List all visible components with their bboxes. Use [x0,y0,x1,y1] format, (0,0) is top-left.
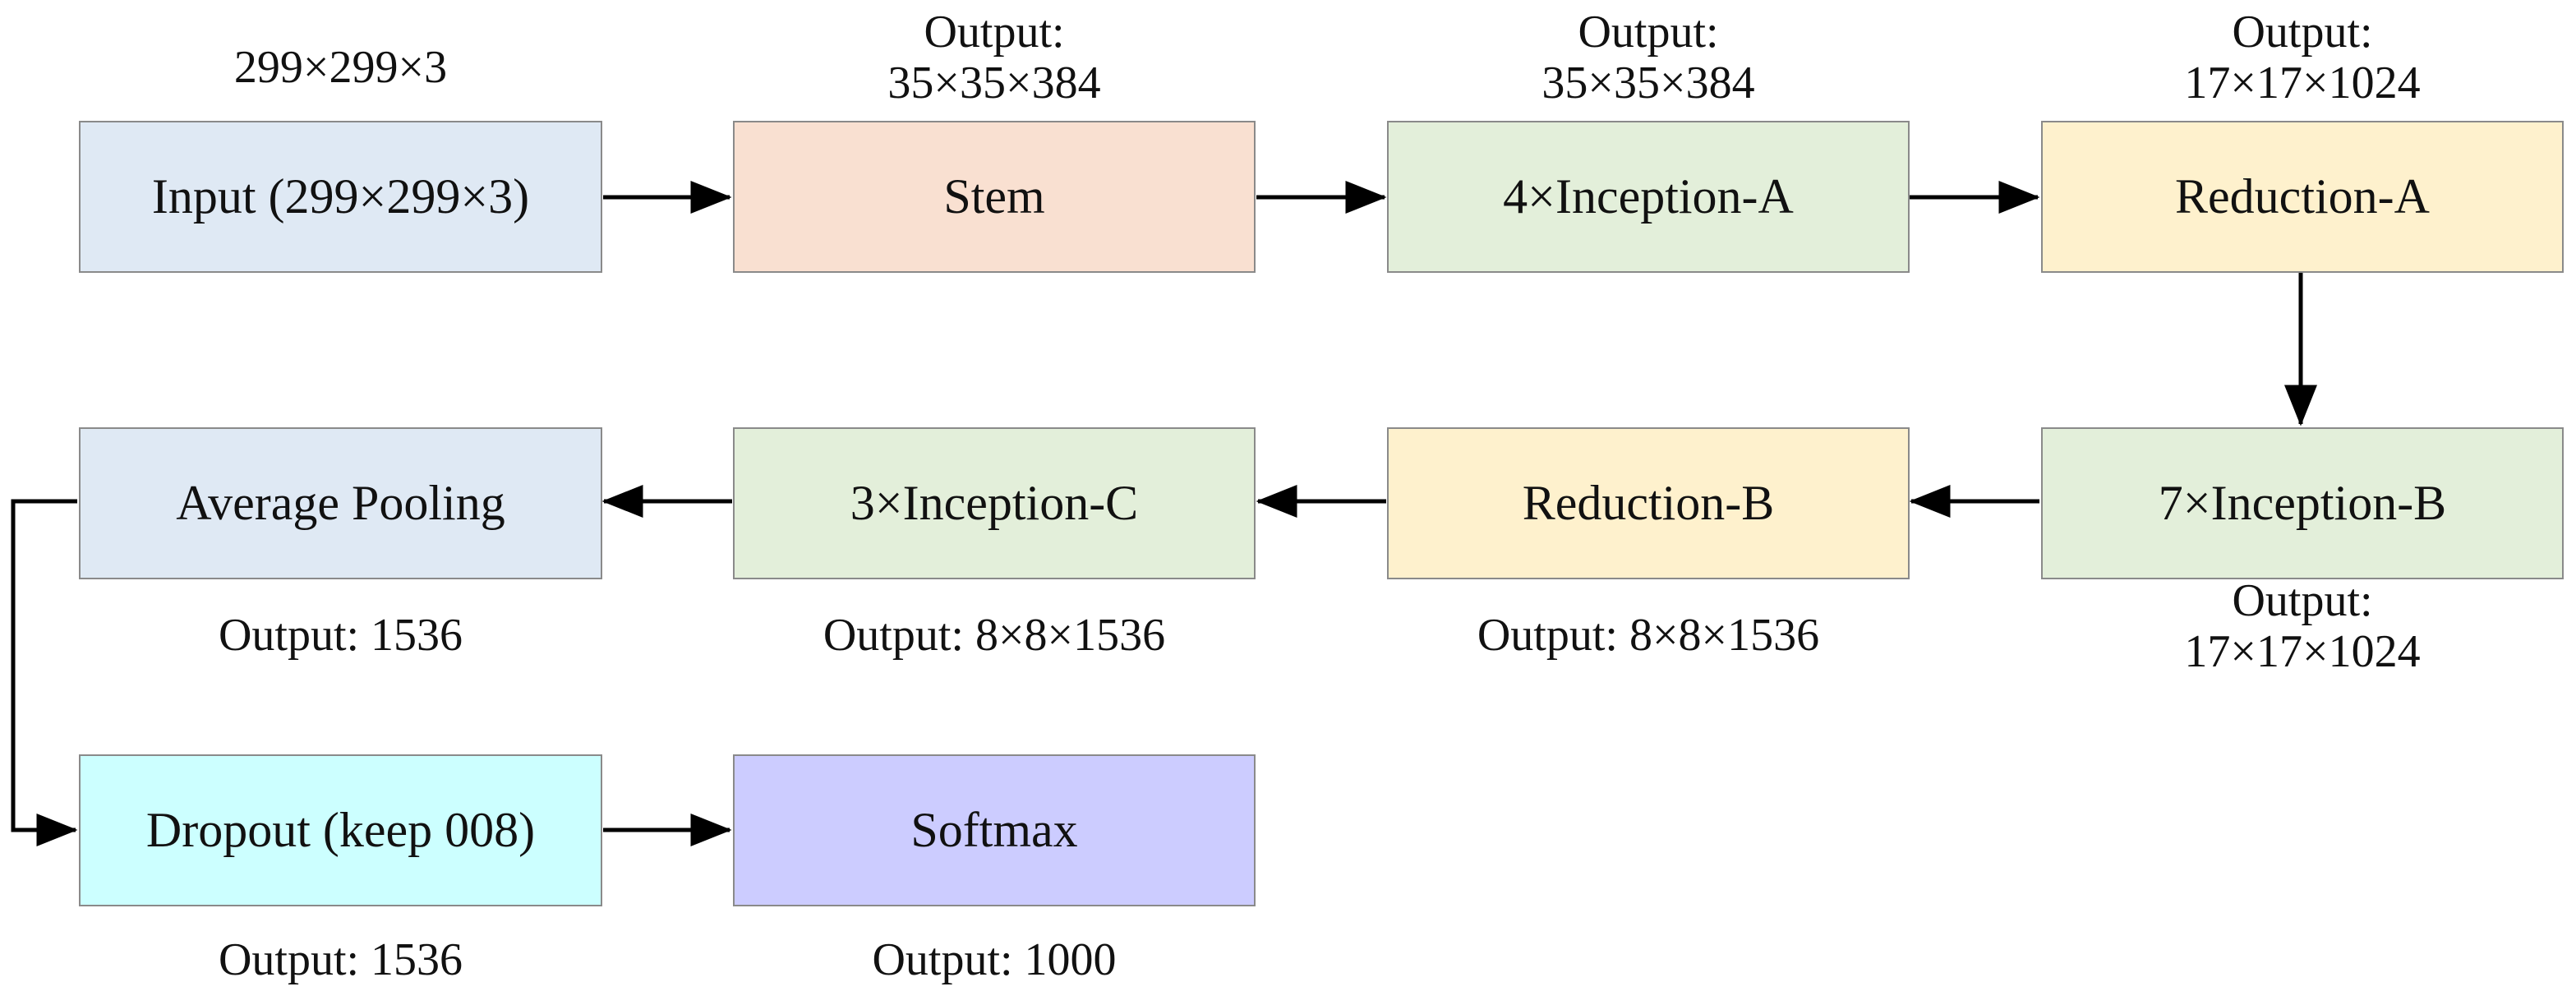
softmax-block: Softmax [733,754,1256,906]
dropout-output-label: Output: 1536 [218,934,463,985]
reduction-a-block: Reduction-A [2041,121,2564,273]
softmax-output-label: Output: 1000 [872,934,1117,985]
input-block: Input (299×299×3) [79,121,602,273]
reduction-a-output-label: Output: 17×17×1024 [2041,7,2564,108]
stem-output-label: Output: 35×35×384 [733,7,1256,108]
reduction-a-output-title: Output: [2232,7,2373,58]
inception-c-block: 3×Inception-C [733,427,1256,579]
inception-a-output-value: 35×35×384 [1541,58,1755,108]
inception-b-output-value: 17×17×1024 [2184,626,2421,677]
reduction-b-block: Reduction-B [1387,427,1910,579]
inception-a-block: 4×Inception-A [1387,121,1910,273]
arrow-average-pooling-to-dropout [11,499,78,846]
dropout-block: Dropout (keep 008) [79,754,602,906]
inception-a-output-label: Output: 35×35×384 [1387,7,1910,108]
inception-b-output-label: Output: 17×17×1024 [2041,575,2564,677]
reduction-b-output-label: Output: 8×8×1536 [1477,610,1820,661]
stem-output-value: 35×35×384 [887,58,1101,108]
inception-a-output-title: Output: [1578,7,1719,58]
average-pooling-output-label: Output: 1536 [218,610,463,661]
input-dims-label: 299×299×3 [233,42,448,93]
stem-output-title: Output: [924,7,1065,58]
reduction-a-output-value: 17×17×1024 [2184,58,2421,108]
average-pooling-block: Average Pooling [79,427,602,579]
stem-block: Stem [733,121,1256,273]
inception-c-output-label: Output: 8×8×1536 [823,610,1166,661]
inception-b-block: 7×Inception-B [2041,427,2564,579]
inception-b-output-title: Output: [2232,575,2373,626]
